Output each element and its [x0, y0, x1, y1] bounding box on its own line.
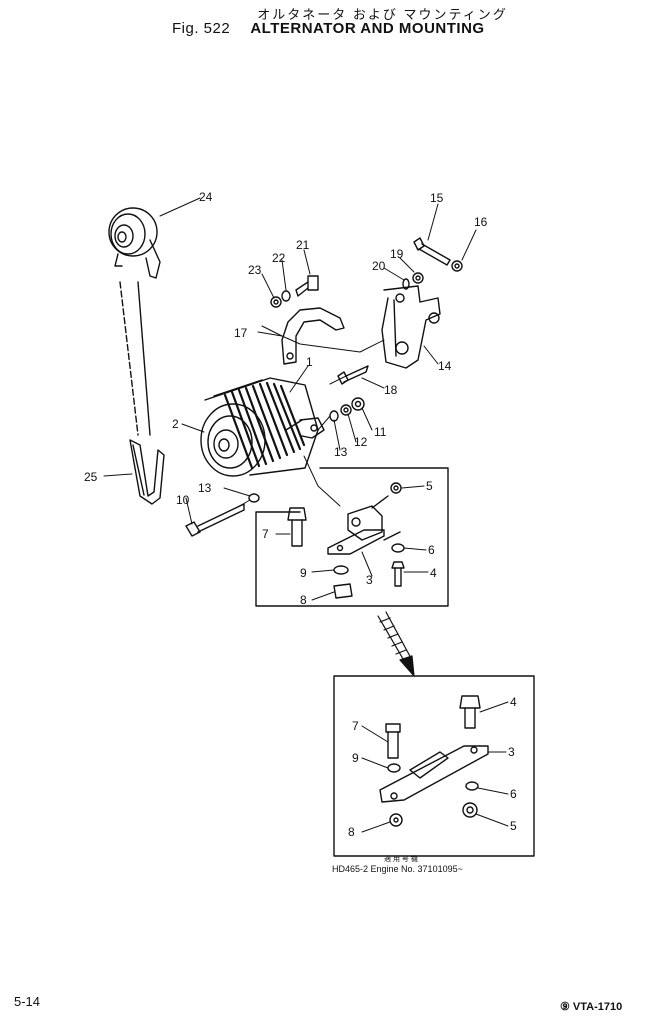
callout-23: 23: [248, 263, 262, 277]
nut-part-16: [451, 260, 463, 272]
callout-20: 20: [372, 259, 386, 273]
callout-24: 24: [199, 190, 213, 204]
washer-part-23: [270, 296, 282, 308]
callout-17: 17: [234, 326, 248, 340]
inset-callout-8: 8: [348, 825, 355, 839]
callout-9: 9: [300, 566, 307, 580]
detail-arrow: [377, 611, 415, 677]
callout-13-upper: 13: [334, 445, 348, 459]
document-code: ⑨ VTA-1710: [560, 1001, 623, 1013]
inset-callout-4: 4: [510, 695, 517, 709]
figure-title-text: ALTERNATOR AND MOUNTING: [250, 20, 485, 37]
washer-part-20: [402, 278, 410, 290]
callout-13-lower: 13: [198, 481, 212, 495]
callout-21: 21: [296, 238, 310, 252]
adjust-bracket-part-17: [281, 307, 345, 365]
callout-22: 22: [272, 251, 286, 265]
washer-part-13-lower: [248, 493, 260, 503]
callout-15: 15: [430, 191, 444, 205]
inset-box-lower: [333, 675, 535, 857]
v-belt-part-25: [119, 281, 165, 505]
inset-callout-7: 7: [352, 719, 359, 733]
washer-part-22: [281, 290, 291, 302]
pulley-part-24: [108, 207, 161, 279]
title-japanese: オルタネータ および マウンティング: [257, 7, 508, 22]
callout-16: 16: [474, 215, 488, 229]
inset-box-upper: [255, 467, 449, 607]
page-number: 5-14: [14, 994, 41, 1009]
callout-12: 12: [354, 435, 368, 449]
callout-11: 11: [374, 425, 387, 439]
callout-19: 19: [390, 247, 404, 261]
inset-callout-5: 5: [510, 819, 517, 833]
callout-18: 18: [384, 383, 398, 397]
bolt-part-18: [337, 365, 369, 385]
callout-3: 3: [366, 573, 373, 587]
callout-labels: 24 21 22 23 15 16 19 20 17 1 18 14 2 11 …: [84, 190, 517, 863]
callout-4: 4: [430, 566, 437, 580]
applicable-serial-label: 適 用 号 機: [384, 854, 418, 863]
callout-8: 8: [300, 593, 307, 607]
callout-1: 1: [306, 355, 313, 369]
inset-callout-3: 3: [508, 745, 515, 759]
applicable-serial-note: HD465-2 Engine No. 37101095~: [332, 864, 463, 874]
washer-part-12: [340, 404, 352, 416]
bolt-part-21: [295, 275, 319, 297]
callout-14: 14: [438, 359, 452, 373]
figure-number: Fig. 522: [172, 20, 231, 37]
callout-5: 5: [426, 479, 433, 493]
alternator-part-1: [204, 377, 325, 476]
nut-part-11: [351, 397, 365, 411]
callout-2: 2: [172, 417, 179, 431]
inset-callout-9: 9: [352, 751, 359, 765]
inset-callout-6: 6: [510, 787, 517, 801]
callout-25: 25: [84, 470, 98, 484]
figure-title: Fig. 522 ALTERNATOR AND MOUNTING: [172, 20, 485, 37]
callout-7: 7: [262, 527, 269, 541]
bolt-part-10: [185, 503, 245, 537]
washer-part-19: [412, 272, 424, 284]
bolt-part-15: [413, 237, 451, 266]
callout-6: 6: [428, 543, 435, 557]
callout-10: 10: [176, 493, 190, 507]
mount-bracket-part-14: [381, 285, 441, 369]
alternator-pulley-part-2: [200, 403, 266, 477]
